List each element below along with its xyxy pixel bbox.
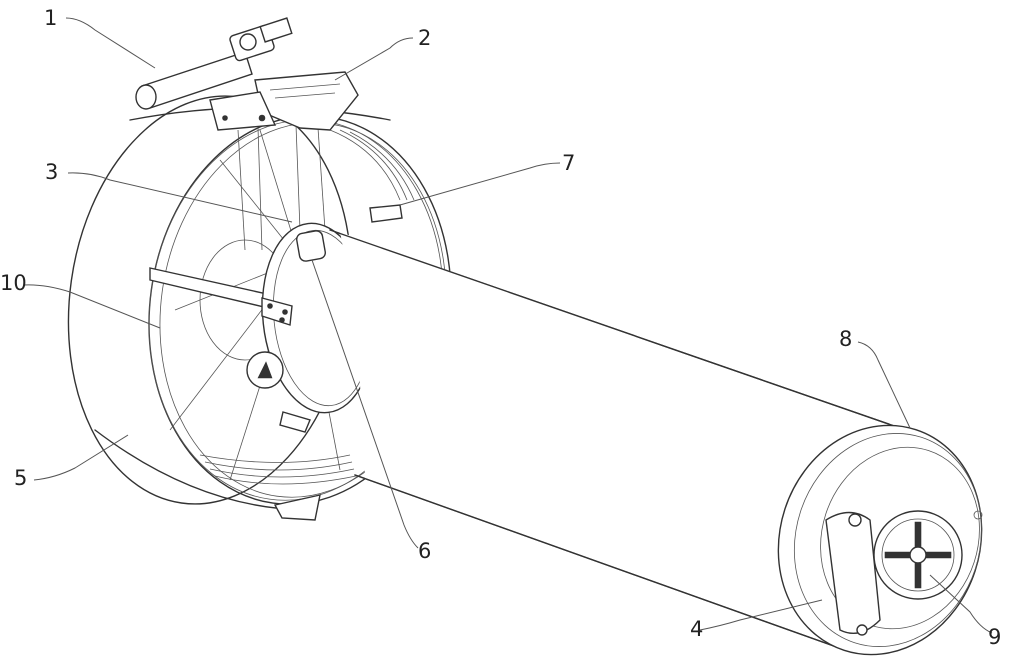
leader-7: [399, 162, 561, 206]
rear-end-cap: [777, 424, 983, 656]
leader-6: [311, 259, 419, 549]
leader-9: [929, 574, 993, 634]
label-10: 10: [0, 271, 27, 295]
label-4: 4: [690, 617, 704, 641]
leader-3: [67, 172, 293, 223]
leader-8: [857, 341, 911, 429]
label-7: 7: [562, 151, 576, 175]
label-3: 3: [45, 160, 59, 184]
label-2: 2: [418, 26, 432, 50]
label-6: 6: [418, 539, 432, 563]
label-9: 9: [988, 625, 1002, 649]
label-8: 8: [839, 327, 853, 351]
label-5: 5: [14, 466, 28, 490]
leader-lines: [23, 17, 993, 634]
leader-1: [65, 17, 156, 69]
leader-2: [334, 37, 414, 81]
main-body: [246, 204, 901, 651]
leader-5: [33, 434, 129, 481]
top-handle-assembly: [135, 17, 359, 131]
leader-4: [699, 599, 823, 631]
leader-10: [23, 284, 161, 329]
label-1: 1: [44, 6, 58, 30]
